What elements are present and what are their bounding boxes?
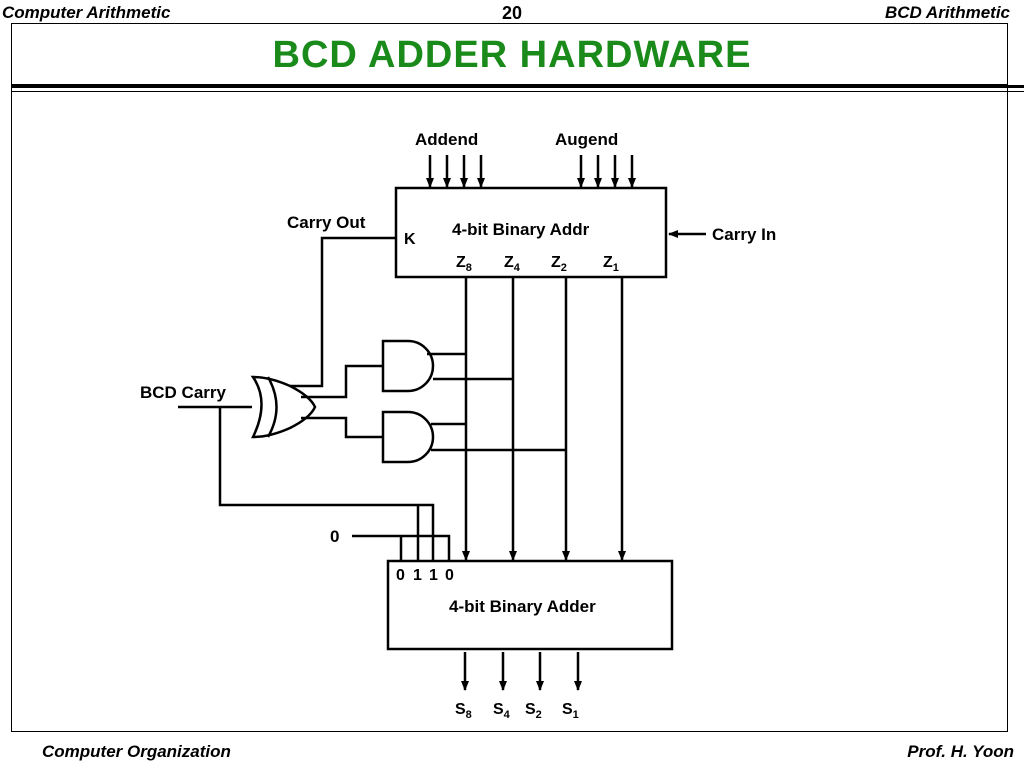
bottom-rule bbox=[11, 731, 1008, 732]
bottom-binary-adder-box bbox=[386, 559, 674, 651]
z8-label: Z8 bbox=[456, 254, 472, 274]
header-right: BCD Arithmetic bbox=[885, 3, 1010, 22]
header-left: Computer Arithmetic bbox=[2, 3, 171, 22]
top-binary-adder-box bbox=[394, 186, 668, 279]
z4-label: Z4 bbox=[504, 254, 521, 274]
frame-left bbox=[11, 85, 12, 732]
zero-input-label: 0 bbox=[330, 527, 339, 546]
page-title: BCD ADDER HARDWARE bbox=[272, 34, 752, 76]
or-gate-inner-curve bbox=[266, 376, 278, 438]
bcd-carry-label: BCD Carry bbox=[140, 383, 227, 402]
title-rule-thick bbox=[11, 85, 1024, 88]
addend-label: Addend bbox=[415, 130, 478, 149]
s2-label: S2 bbox=[525, 701, 542, 721]
zero-input-wire bbox=[352, 534, 451, 560]
and2-to-or-wire bbox=[301, 416, 383, 439]
z1-label: Z1 bbox=[603, 254, 619, 274]
carry-out-label: Carry Out bbox=[287, 213, 366, 232]
top-adder-label: 4-bit Binary Addr bbox=[452, 220, 590, 239]
title-frame bbox=[11, 23, 1008, 85]
bottom-adder-label: 4-bit Binary Adder bbox=[449, 597, 596, 616]
correction-wire bbox=[218, 407, 435, 560]
bottom-input-1: 1 bbox=[413, 567, 422, 584]
z2-label: Z2 bbox=[551, 254, 567, 274]
carry-out-wire bbox=[301, 236, 396, 388]
bottom-input-2: 1 bbox=[429, 567, 438, 584]
footer-left: Computer Organization bbox=[42, 742, 231, 761]
bottom-input-0: 0 bbox=[396, 567, 405, 584]
page-number: 20 bbox=[501, 3, 523, 23]
and-gate-2 bbox=[381, 410, 435, 464]
augend-label: Augend bbox=[555, 130, 618, 149]
title-rule-thin bbox=[11, 91, 1024, 92]
carry-in-label: Carry In bbox=[712, 225, 776, 244]
and-gate-1 bbox=[381, 339, 435, 393]
and1-to-or-wire bbox=[301, 364, 383, 399]
frame-right bbox=[1007, 85, 1008, 732]
s4-label: S4 bbox=[493, 701, 511, 721]
s8-label: S8 bbox=[455, 701, 472, 721]
s1-label: S1 bbox=[562, 701, 579, 721]
bottom-input-3: 0 bbox=[445, 567, 454, 584]
k-label: K bbox=[404, 231, 416, 248]
footer-right: Prof. H. Yoon bbox=[907, 742, 1014, 761]
